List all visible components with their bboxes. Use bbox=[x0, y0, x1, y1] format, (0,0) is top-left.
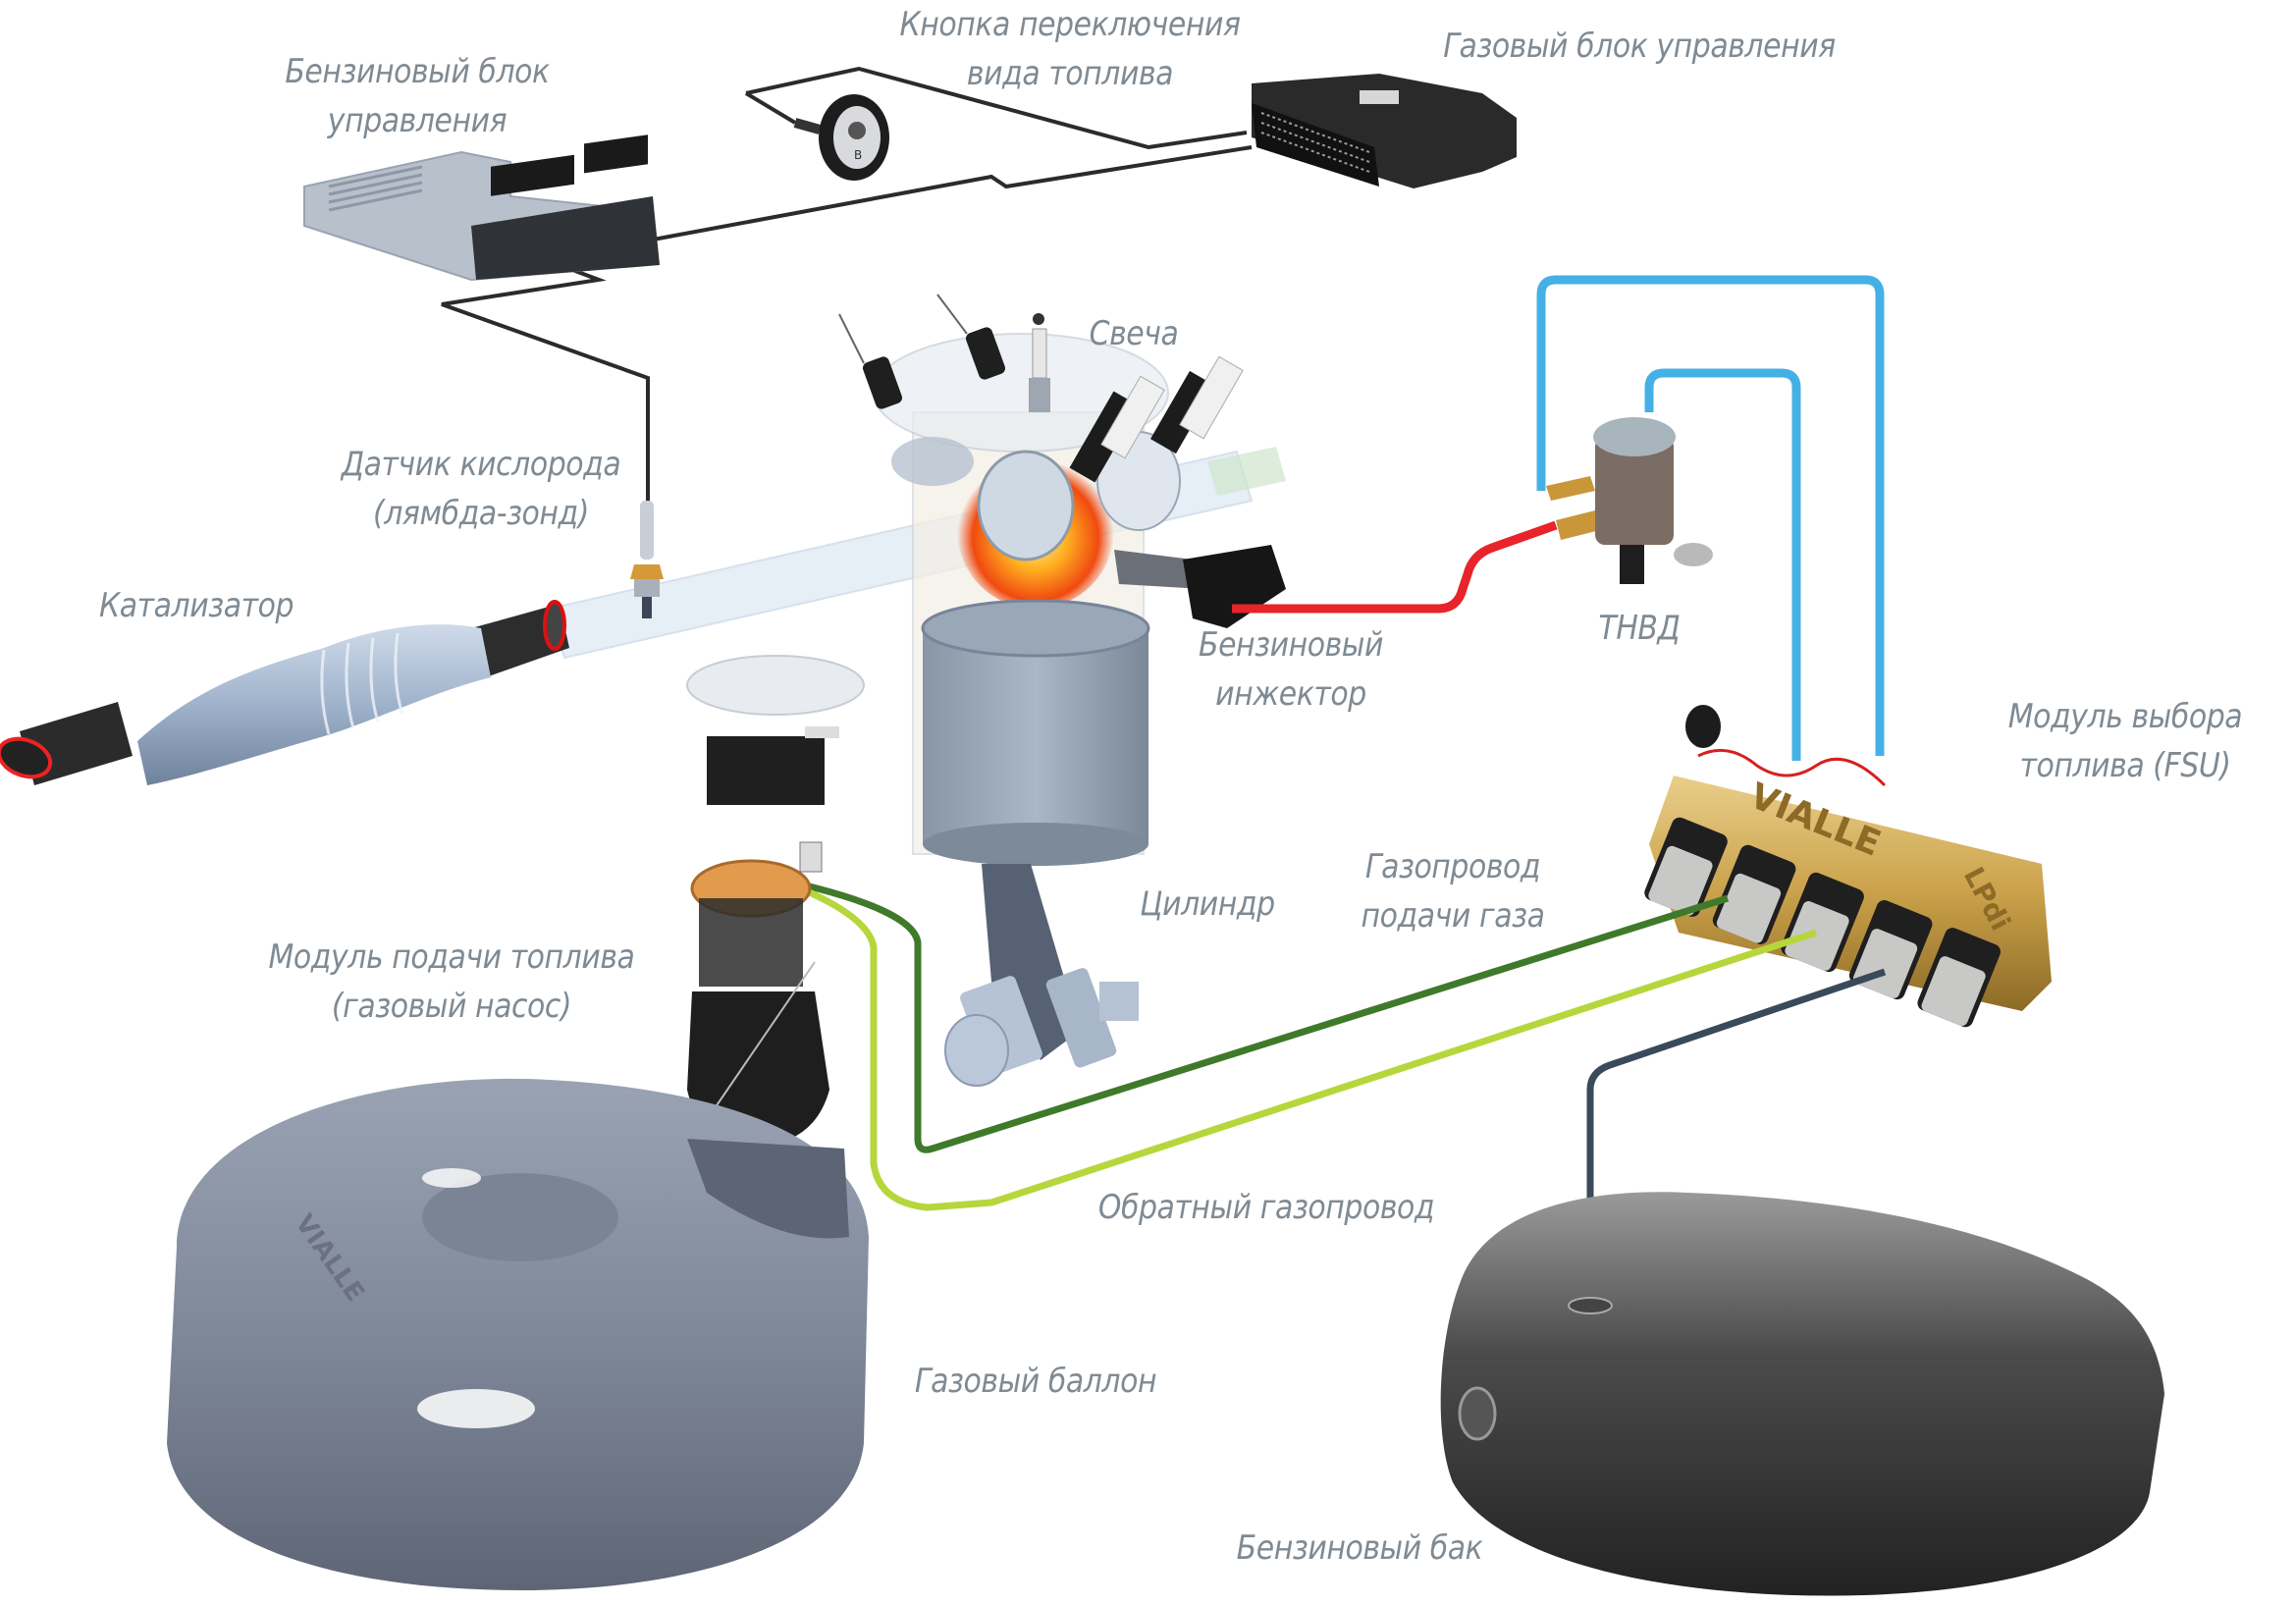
label-spark-plug: Свеча bbox=[1089, 314, 1179, 353]
label-fuel-module: Модуль подачи топлива (газовый насос) bbox=[268, 937, 635, 1026]
high-pressure-line bbox=[1232, 520, 1558, 614]
label-gas-tank: Газовый баллон bbox=[914, 1362, 1157, 1401]
label-cylinder: Цилиндр bbox=[1140, 884, 1275, 924]
label-gas-ecu: Газовый блок управления bbox=[1443, 27, 1836, 66]
gas-ecu bbox=[1252, 74, 1517, 188]
gas-supply-line bbox=[774, 875, 1730, 1153]
sensor-module bbox=[707, 736, 825, 805]
loose-parts bbox=[686, 655, 865, 805]
petrol-ecu bbox=[303, 134, 660, 282]
label-petrol-tank: Бензиновый бак bbox=[1236, 1528, 1483, 1568]
label-petrol-injector: Бензиновый инжектор bbox=[1198, 625, 1384, 714]
wire-switch-loop bbox=[745, 66, 1248, 150]
label-petrol-ecu: Бензиновый блок управления bbox=[285, 52, 550, 140]
fsu-solenoids bbox=[1644, 817, 2001, 1028]
intake-valves bbox=[1069, 355, 1244, 483]
label-gas-supply-line: Газопровод подачи газа bbox=[1361, 847, 1545, 936]
label-return-line: Обратный газопровод bbox=[1097, 1188, 1435, 1227]
wire-petrol-ecu-to-lambda bbox=[441, 263, 650, 510]
control-wiring bbox=[441, 66, 1253, 510]
label-oxygen-sensor: Датчик кислорода (лямбда-зонд) bbox=[341, 445, 621, 533]
label-fsu: Модуль выбора топлива (FSU) bbox=[2007, 697, 2243, 785]
engine-cylinder bbox=[873, 333, 1181, 1087]
oxygen-sensor bbox=[630, 501, 664, 618]
petrol-line bbox=[1586, 968, 1887, 1306]
hpfp-pump bbox=[1546, 417, 1713, 584]
tank-cover-disc bbox=[686, 655, 865, 716]
gas-return-line bbox=[774, 875, 1818, 1211]
ignition-coil-right bbox=[936, 294, 1006, 380]
blue-fuel-lines bbox=[1536, 275, 1885, 761]
gas-tank: VIALLE bbox=[167, 1078, 869, 1590]
ignition-coil-left bbox=[838, 313, 903, 409]
spark-plug bbox=[1029, 313, 1050, 412]
label-hpfp: ТНВД bbox=[1598, 609, 1681, 648]
petrol-tank bbox=[1440, 1192, 2164, 1596]
fuel-switch-button: B bbox=[793, 94, 889, 181]
label-catalyst: Катализатор bbox=[98, 586, 294, 625]
wire-petrol-ecu-to-gas-ecu bbox=[647, 145, 1253, 242]
switch-letter: B bbox=[854, 148, 862, 162]
petrol-injector bbox=[1114, 545, 1286, 628]
spark-plug-and-coils bbox=[838, 294, 1244, 483]
wire-switch-to-ecu bbox=[744, 91, 797, 125]
label-switch-button: Кнопка переключения вида топлива bbox=[899, 5, 1241, 93]
